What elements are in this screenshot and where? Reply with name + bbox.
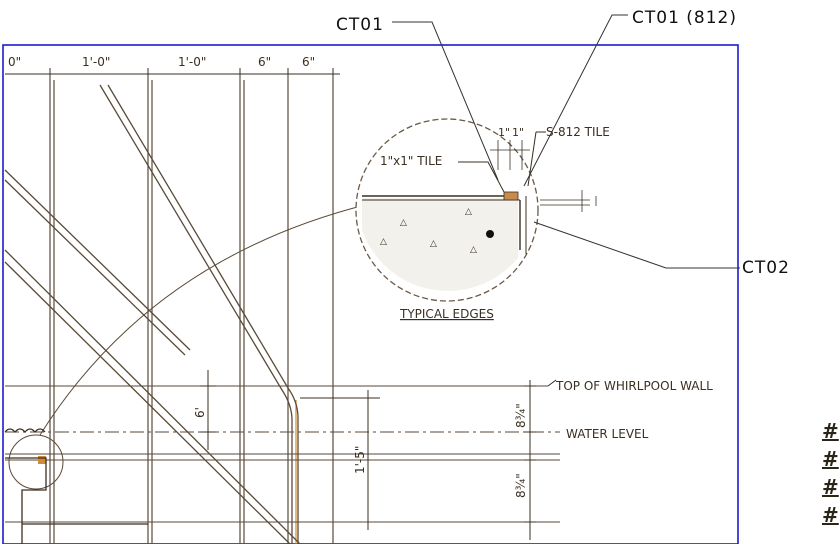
- dim-label-2: 1'-0": [82, 55, 110, 69]
- ct01-812-leader: [523, 14, 628, 187]
- dim-label-1: 0": [8, 55, 21, 69]
- vertical-wall-lines: [49, 80, 334, 544]
- detail-leader-arc: [39, 204, 366, 436]
- typical-edges-caption: TYPICAL EDGES: [399, 307, 494, 321]
- hash-mark-4: #: [822, 503, 839, 527]
- svg-text:△: △: [400, 218, 407, 228]
- svg-text:△: △: [470, 245, 477, 255]
- level-lines: [5, 385, 560, 523]
- callout-ct01-812: CT01 (812): [632, 8, 737, 28]
- hash-mark-2: #: [822, 447, 839, 471]
- svg-text:△: △: [465, 207, 472, 217]
- small-detail-bubble: [4, 428, 148, 544]
- callout-ct01: CT01: [336, 15, 384, 35]
- svg-text:△: △: [430, 239, 437, 249]
- ct01-leader: [392, 21, 499, 181]
- vert-dim-1-5: 1'-5": [353, 446, 367, 474]
- water-level-label: WATER LEVEL: [566, 427, 649, 441]
- dim-label-3: 1'-0": [178, 55, 206, 69]
- top-dimension-line: [5, 68, 340, 80]
- vert-dim-834b: 8¾": [514, 473, 528, 498]
- typical-edges-detail: △ △ △ △ △: [355, 118, 597, 302]
- diagonal-handrails: [4, 84, 301, 544]
- detail-dim-1a: 1": [498, 126, 510, 139]
- tile-1x1-label: 1"x1" TILE: [380, 154, 442, 168]
- vert-dim-834a: 8¾": [514, 403, 528, 428]
- callout-ct02: CT02: [742, 258, 790, 278]
- detail-dim-1b: 1": [512, 126, 524, 139]
- dim-label-4: 6": [258, 55, 271, 69]
- ct02-leader: [533, 221, 740, 269]
- viewport-frame: [2, 44, 739, 544]
- top-wall-label: TOP OF WHIRLPOOL WALL: [555, 379, 713, 393]
- tile-812-label: S-812 TILE: [546, 125, 610, 139]
- top-wall-tick: [547, 379, 557, 387]
- svg-text:△: △: [380, 237, 387, 247]
- hash-mark-3: #: [822, 475, 839, 499]
- vert-dim-6: 6': [193, 407, 207, 418]
- tile-1x1-leader: [458, 161, 505, 193]
- vertical-dimensions: [200, 370, 536, 540]
- dim-label-5: 6": [302, 55, 315, 69]
- hash-mark-1: #: [822, 419, 839, 443]
